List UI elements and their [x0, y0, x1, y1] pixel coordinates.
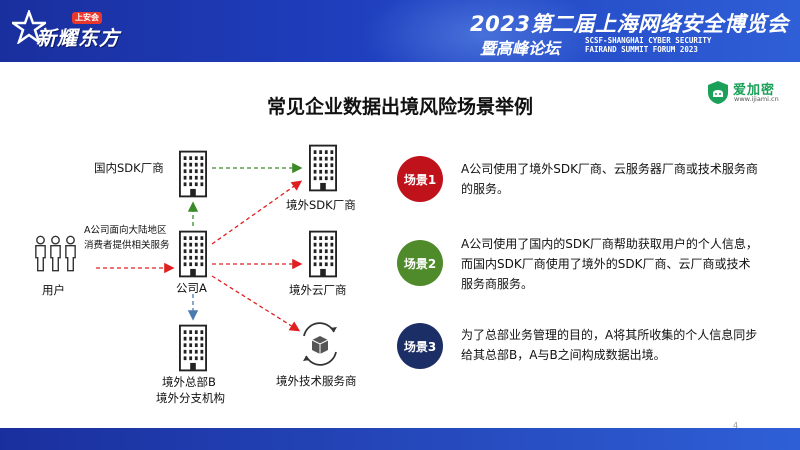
- company-to-overseas-tech-arrow: [211, 275, 301, 332]
- hq-b-label-line1: 境外总部B: [162, 375, 216, 389]
- user-person-icon: [65, 235, 76, 272]
- company-to-overseas-sdk-arrow: [211, 180, 303, 245]
- hq-b-building-icon: [179, 324, 207, 372]
- ijiami-logo-icon: [708, 81, 728, 104]
- user-label: 用户: [42, 283, 65, 297]
- ijiami-brand-url: www.ijiami.cn: [734, 95, 779, 103]
- overseas-cloud-building-icon: [309, 230, 337, 278]
- company-a-label: 公司A: [176, 281, 207, 295]
- user-person-icon: [35, 235, 46, 272]
- overseas-sdk-label: 境外SDK厂商: [286, 198, 356, 212]
- user-note-line1: A公司面向大陆地区: [84, 225, 167, 236]
- scenario-3-badge: 场景3: [397, 323, 443, 369]
- star-logo-icon: [12, 10, 46, 44]
- overseas-cloud-label: 境外云厂商: [289, 283, 347, 297]
- domestic-sdk-building-icon: [179, 150, 207, 198]
- domestic-sdk-label: 国内SDK厂商: [94, 161, 164, 175]
- slide-title: 常见企业数据出境风险场景举例: [266, 96, 533, 118]
- ijiami-brand-name: 爱加密: [733, 83, 776, 98]
- scenario-3-text: 为了总部业务管理的目的，A将其所收集的个人信息同步给其总部B，A与B之间构成数据…: [461, 328, 758, 362]
- footer-bar: [0, 428, 800, 450]
- company-a-building-icon: [179, 230, 207, 278]
- scenario-2-badge: 场景2: [397, 240, 443, 286]
- tech-service-cycle-icon: [303, 322, 337, 366]
- forum-title: 暨高峰论坛: [480, 39, 561, 58]
- expo-title: 2023第二届上海网络安全博览会: [470, 12, 789, 36]
- page-number: 4: [733, 421, 739, 430]
- overseas-sdk-building-icon: [309, 144, 337, 192]
- scenario-2-text: A公司使用了国内的SDK厂商帮助获取用户的个人信息，而国内SDK厂商使用了境外的…: [461, 237, 758, 291]
- logo-text: 新耀东方: [36, 26, 120, 50]
- overseas-tech-label: 境外技术服务商: [276, 374, 357, 388]
- header-glow: [360, 0, 600, 62]
- logo-badge: 上安会: [72, 12, 102, 24]
- scenario-1-badge: 场景1: [397, 156, 443, 202]
- header-banner: 上安会 新耀东方 2023第二届上海网络安全博览会 暨高峰论坛 SCSF-SHA…: [0, 0, 800, 62]
- scenario-1-text: A公司使用了境外SDK厂商、云服务器厂商或技术服务商的服务。: [461, 162, 758, 196]
- hq-b-label-line2: 境外分支机构: [156, 391, 225, 405]
- forum-english-title: SCSF-SHANGHAI CYBER SECURITY FAIRAND SUM…: [585, 36, 712, 54]
- user-note-line2: 消费者提供相关服务: [84, 240, 170, 251]
- user-person-icon: [50, 235, 61, 272]
